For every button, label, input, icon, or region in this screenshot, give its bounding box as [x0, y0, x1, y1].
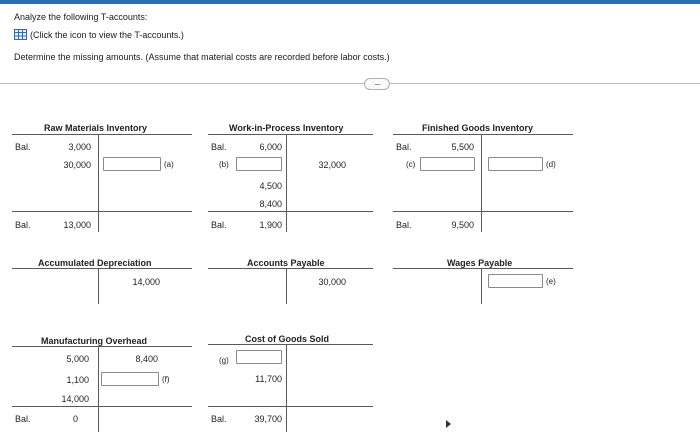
wip-debit-overhead: 8,400: [259, 199, 282, 209]
finished-goods-input-d[interactable]: [488, 157, 543, 171]
task-text: Determine the missing amounts. (Assume t…: [14, 52, 390, 62]
wip-input-b[interactable]: [236, 157, 282, 171]
wages-payable-letter-e: (e): [546, 277, 556, 286]
wip-bal-label: Bal.: [211, 142, 227, 152]
section-divider: [0, 83, 700, 84]
accounts-payable-title: Accounts Payable: [247, 258, 325, 268]
mfg-overhead-credit-1: 8,400: [135, 354, 158, 364]
raw-materials-t-divider: [98, 134, 99, 232]
finished-goods-end-bal-label: Bal.: [396, 220, 412, 230]
mfg-overhead-top-line: [12, 346, 192, 347]
mfg-overhead-end-bal-label: Bal.: [15, 414, 31, 424]
raw-materials-letter-a: (a): [164, 160, 174, 169]
finished-goods-title: Finished Goods Inventory: [422, 123, 534, 133]
cogs-bottom-line: [208, 406, 373, 407]
top-accent-bar: [0, 0, 700, 4]
cursor-arrow-icon: [446, 420, 451, 428]
finished-goods-t-divider: [481, 134, 482, 232]
wages-payable-input-e[interactable]: [488, 274, 543, 288]
raw-materials-top-line: [12, 134, 192, 135]
cogs-input-g[interactable]: [236, 350, 282, 364]
accum-dep-t-divider: [98, 268, 99, 304]
mfg-overhead-end-balance: 0: [72, 414, 78, 424]
finished-goods-input-c[interactable]: [420, 157, 475, 171]
wages-payable-top-line: [393, 268, 573, 269]
raw-materials-bal-label: Bal.: [15, 142, 31, 152]
instruction-text: Analyze the following T-accounts:: [14, 12, 148, 22]
finished-goods-beg-balance: 5,500: [451, 142, 474, 152]
wip-end-bal-label: Bal.: [211, 220, 227, 230]
table-icon[interactable]: [14, 29, 27, 40]
mfg-overhead-input-f[interactable]: [101, 372, 159, 386]
cogs-end-bal-label: Bal.: [211, 414, 227, 424]
wip-beg-balance: 6,000: [259, 142, 282, 152]
raw-materials-end-bal-label: Bal.: [15, 220, 31, 230]
accum-dep-top-line: [12, 268, 192, 269]
wip-t-divider: [286, 134, 287, 232]
wip-bottom-line: [208, 211, 373, 212]
mfg-overhead-debit-3: 14,000: [61, 394, 89, 404]
mfg-overhead-debit-2: 1,100: [66, 375, 89, 385]
accounts-payable-t-divider: [286, 268, 287, 304]
wip-credit-transfer: 32,000: [318, 160, 346, 170]
raw-materials-bottom-line: [12, 211, 192, 212]
mfg-overhead-letter-f: (f): [162, 375, 170, 384]
raw-materials-end-balance: 13,000: [63, 220, 91, 230]
mfg-overhead-t-divider: [98, 346, 99, 432]
finished-goods-top-line: [393, 134, 573, 135]
cogs-top-line: [208, 344, 373, 345]
wip-top-line: [208, 134, 373, 135]
mfg-overhead-bottom-line: [12, 406, 192, 407]
wages-payable-t-divider: [481, 268, 482, 304]
finished-goods-bal-label: Bal.: [396, 142, 412, 152]
cogs-letter-g: (g): [219, 356, 229, 365]
finished-goods-letter-d: (d): [546, 160, 556, 169]
finished-goods-bottom-line: [393, 211, 573, 212]
raw-materials-beg-balance: 3,000: [68, 142, 91, 152]
wip-end-balance: 1,900: [259, 220, 282, 230]
finished-goods-letter-c: (c): [406, 160, 416, 169]
raw-materials-debit-purchases: 30,000: [63, 160, 91, 170]
cogs-title: Cost of Goods Sold: [245, 334, 329, 344]
raw-materials-title: Raw Materials Inventory: [44, 123, 148, 133]
more-options-button[interactable]: .....: [364, 78, 390, 90]
accounts-payable-credit: 30,000: [318, 277, 346, 287]
wip-debit-labor: 4,500: [259, 181, 282, 191]
wip-title: Work-in-Process Inventory: [229, 123, 344, 133]
wip-letter-b: (b): [219, 160, 229, 169]
mfg-overhead-title: Manufacturing Overhead: [41, 336, 148, 346]
view-t-accounts-label[interactable]: (Click the icon to view the T-accounts.): [30, 29, 184, 40]
accounts-payable-top-line: [208, 268, 373, 269]
accum-dep-title: Accumulated Depreciation: [38, 258, 152, 268]
view-t-accounts-link[interactable]: (Click the icon to view the T-accounts.): [14, 29, 184, 40]
mfg-overhead-debit-1: 5,000: [66, 354, 89, 364]
finished-goods-end-balance: 9,500: [451, 220, 474, 230]
wages-payable-title: Wages Payable: [447, 258, 513, 268]
accum-dep-credit: 14,000: [132, 277, 160, 287]
cogs-t-divider: [286, 344, 287, 432]
cogs-end-balance: 39,700: [254, 414, 282, 424]
cogs-debit-2: 11,700: [255, 374, 282, 384]
raw-materials-input-a[interactable]: [103, 157, 161, 171]
